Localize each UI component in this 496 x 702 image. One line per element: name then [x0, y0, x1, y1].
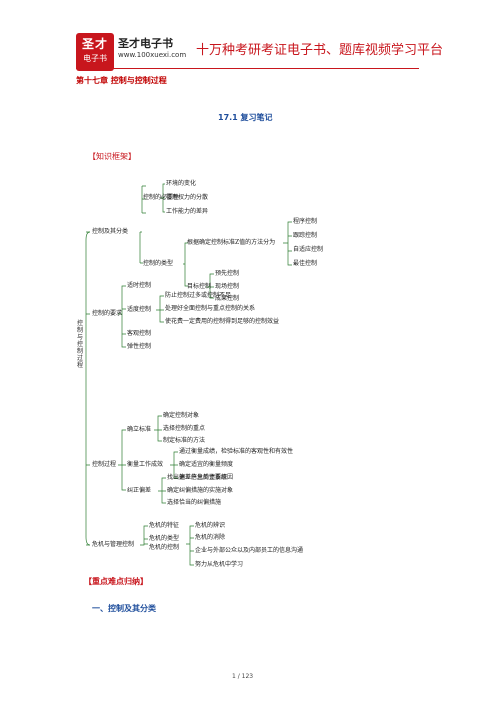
- knowledge-frame-heading: 【知识框架】: [88, 152, 136, 161]
- list-item: 处理好全面控制与重点控制的关系: [165, 305, 256, 312]
- list-item: 通过衡量成绩，检验标准的客观性和有效性: [179, 448, 294, 455]
- list-item: 适时控制: [127, 282, 152, 289]
- list-item: 危机的类型: [149, 535, 180, 542]
- list-item: 客观控制: [127, 330, 152, 337]
- list-item: 程序控制: [293, 218, 318, 225]
- list-item: 制定标准的方法: [163, 437, 206, 444]
- list-item: 建立信息反馈系统: [179, 474, 228, 481]
- b2-label: 控制的要求: [92, 310, 123, 317]
- list-item: 企业与外部公众以及内部员工的信息沟通: [195, 547, 304, 554]
- b4-label: 危机与管理控制: [92, 541, 135, 548]
- header-divider: [76, 68, 419, 69]
- b3-correct: 纠正偏差: [127, 487, 152, 494]
- list-item: 确定纠偏措施的实施对象: [167, 487, 234, 494]
- list-item: 危机的特征: [149, 522, 180, 529]
- list-item: 自适应控制: [293, 246, 324, 253]
- key-points-heading: 【重点难点归纳】: [84, 577, 148, 586]
- brand-url[interactable]: www.100xuexi.com: [118, 51, 187, 59]
- header-slogan: 十万种考研考证电子书、题库视频学习平台: [196, 43, 444, 58]
- b1-types: 控制的类型: [143, 260, 174, 267]
- list-item: 最佳控制: [293, 260, 318, 267]
- list-item: 工作能力的差异: [166, 208, 209, 215]
- list-item: 选择恰当的纠偏措施: [167, 499, 222, 506]
- list-item: 危机的辨识: [195, 522, 226, 529]
- list-item: 防止控制过多或控制不足: [165, 292, 232, 299]
- b1-necessity: 控制的必要性: [143, 194, 180, 201]
- chapter-title: 第十七章 控制与控制过程: [76, 76, 167, 85]
- list-item: 预先控制: [215, 270, 240, 277]
- list-item: 弹性控制: [127, 343, 152, 350]
- b3-label: 控制过程: [92, 461, 117, 468]
- b1-types-by-z: 根据确定控制标准Z值的方法分为: [187, 239, 276, 246]
- list-item: 确定适宜的衡量频度: [179, 461, 234, 468]
- logo-line1: 圣才: [81, 37, 108, 51]
- tree-root: 控制与控制过程: [77, 320, 84, 369]
- brand-name: 圣才电子书: [118, 37, 173, 50]
- b1-label: 控制及其分类: [92, 228, 129, 235]
- subsection-title: 一、控制及其分类: [92, 604, 156, 613]
- logo: 圣才 电子书: [76, 33, 114, 71]
- list-item: 选择控制的重点: [163, 425, 206, 432]
- list-item: 危机的控制: [149, 544, 180, 551]
- b3-measure: 衡量工作成效: [127, 461, 164, 468]
- list-item: 现场控制: [215, 283, 240, 290]
- list-item: 跟踪控制: [293, 232, 318, 239]
- list-item: 成果控制: [215, 295, 240, 302]
- list-item: 危机的消除: [195, 534, 226, 541]
- page-number: 1 / 123: [232, 673, 254, 680]
- section-title: 17.1 复习笔记: [218, 113, 273, 122]
- b3-standard: 确立标准: [127, 426, 152, 433]
- list-item: 使花费一定费用的控制得到足够的控制效益: [165, 318, 280, 325]
- b1-types-by-goal: 目标控制: [187, 283, 212, 290]
- list-item: 管理权力的分散: [166, 194, 209, 201]
- list-item: 适度控制: [127, 306, 152, 313]
- list-item: 努力从危机中学习: [195, 561, 244, 568]
- list-item: 找出偏差产生的主要原因: [167, 474, 234, 481]
- logo-line2: 电子书: [83, 54, 107, 63]
- list-item: 确定控制对象: [163, 412, 200, 419]
- list-item: 环境的变化: [166, 180, 197, 187]
